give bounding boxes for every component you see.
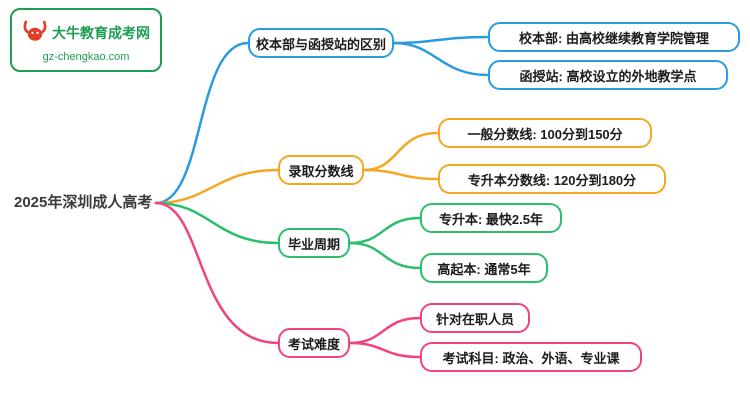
connector-branch3-child1 (348, 216, 422, 245)
connector-root-branch4 (154, 201, 280, 345)
connector-branch2-child2 (362, 168, 440, 181)
child-node-upgrade-score: 专升本分数线: 120分到180分 (438, 164, 666, 194)
child-node-highstart-duration: 高起本: 通常5年 (420, 253, 548, 283)
mindmap-root-node: 2025年深圳成人高考 (14, 194, 153, 211)
connector-root-branch1 (154, 41, 250, 205)
logo-domain: gz-chengkao.com (42, 50, 130, 63)
connector-branch1-child2 (392, 41, 490, 77)
child-node-main-campus: 校本部: 由高校继续教育学院管理 (488, 22, 740, 52)
site-logo: 大牛教育成考网 gz-chengkao.com (10, 8, 162, 72)
child-node-exam-subjects: 考试科目: 政治、外语、专业课 (420, 342, 642, 372)
logo-title: 大牛教育成考网 (52, 25, 150, 41)
connector-branch2-child1 (362, 131, 440, 172)
connector-root-branch2 (154, 168, 280, 205)
connector-branch4-child2 (348, 341, 422, 359)
connector-branch1-child1 (392, 35, 490, 45)
child-node-upgrade-duration: 专升本: 最快2.5年 (420, 203, 562, 233)
branch-node-campus-difference: 校本部与函授站的区别 (248, 28, 394, 58)
logo-bull-icon (22, 18, 48, 49)
child-node-working-people: 针对在职人员 (420, 303, 530, 333)
connector-branch4-child1 (348, 316, 422, 345)
child-node-correspondence-station: 函授站: 高校设立的外地教学点 (488, 60, 728, 90)
branch-node-admission-score: 录取分数线 (278, 155, 364, 185)
child-node-general-score: 一般分数线: 100分到150分 (438, 118, 652, 148)
connector-root-branch3 (154, 201, 280, 245)
branch-node-exam-difficulty: 考试难度 (278, 328, 350, 358)
branch-node-graduation-cycle: 毕业周期 (278, 228, 350, 258)
connector-branch3-child2 (348, 241, 422, 270)
